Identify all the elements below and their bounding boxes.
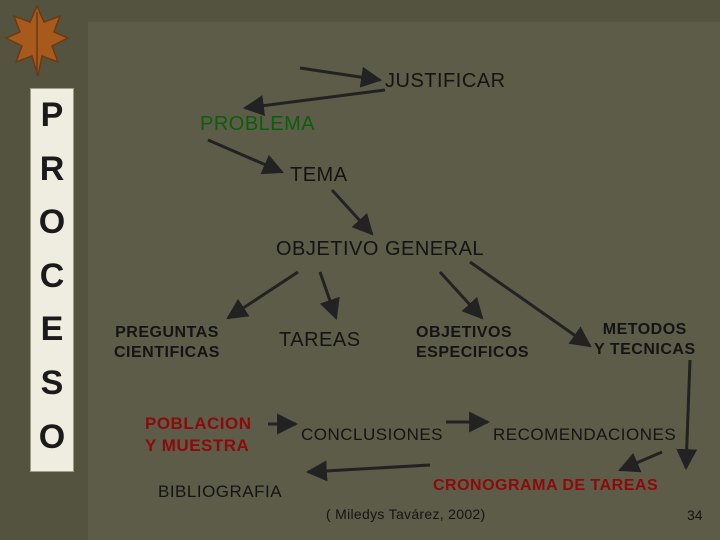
- poblacion-line2: Y MUESTRA: [145, 436, 250, 455]
- arrow-justificar-to-problema: [242, 88, 386, 117]
- process-letter: O: [38, 203, 66, 242]
- metodos-line2: Y TECNICAS: [594, 341, 696, 358]
- objetivos-line2: ESPECIFICOS: [416, 344, 530, 361]
- preguntas-line2: CIENTIFICAS: [114, 344, 220, 361]
- node-cronograma: CRONOGRAMA DE TAREAS: [433, 477, 659, 494]
- node-objetivos-especificos: OBJETIVOS ESPECIFICOS: [416, 323, 529, 363]
- objetivos-line1: OBJETIVOS: [416, 324, 513, 341]
- process-letter: O: [38, 417, 66, 456]
- top-band: [88, 0, 720, 22]
- node-tareas: TAREAS: [279, 329, 361, 351]
- slide-area: [88, 22, 720, 540]
- process-letter: S: [40, 363, 64, 402]
- preguntas-line1: PREGUNTAS: [115, 324, 219, 341]
- node-problema: PROBLEMA: [200, 113, 316, 135]
- process-letter: E: [40, 310, 64, 349]
- arrow-metodos-to-recomendaciones: [676, 359, 698, 471]
- node-poblacion-muestra: POBLACION Y MUESTRA: [145, 413, 252, 457]
- node-objetivo-general: OBJETIVO GENERAL: [276, 238, 485, 260]
- arrow-recomendaciones-to-cronograma: [618, 450, 663, 473]
- faded-header-label: ANTECEDENTES: [114, 45, 300, 70]
- arrow-tema-to-objetivo: [330, 188, 374, 236]
- process-letter: R: [39, 149, 65, 188]
- citation: ( Miledys Tavárez, 2002): [326, 506, 486, 522]
- process-title-panel: P R O C E S O: [30, 88, 74, 472]
- metodos-line1: METODOS: [602, 321, 687, 338]
- arrow-objetivo-to-metodos: [469, 260, 592, 348]
- node-justificar: JUSTIFICAR: [385, 70, 506, 92]
- node-recomendaciones: RECOMENDACIONES: [493, 425, 677, 444]
- arrow-objetivo-to-objetivos: [438, 270, 484, 320]
- arrow-objetivo-to-preguntas: [226, 270, 299, 320]
- node-metodos-tecnicas: METODOS Y TECNICAS: [594, 320, 696, 360]
- node-bibliografia: BIBLIOGRAFIA: [158, 482, 283, 501]
- autumn-leaf-icon: [4, 4, 70, 77]
- node-preguntas-cientificas: PREGUNTAS CIENTIFICAS: [114, 323, 220, 363]
- poblacion-line1: POBLACION: [145, 414, 252, 433]
- arrow-problema-to-tema: [207, 138, 284, 175]
- node-conclusiones: CONCLUSIONES: [301, 425, 444, 444]
- arrow-objetivo-to-tareas: [318, 271, 340, 320]
- page-number: 34: [687, 507, 703, 523]
- process-letter: C: [39, 256, 65, 295]
- arrow-cronograma-to-bibliografia: [305, 460, 431, 482]
- node-tema: TEMA: [290, 164, 348, 186]
- arrow-header-to-justificar: [299, 66, 383, 88]
- process-letter: P: [40, 96, 64, 134]
